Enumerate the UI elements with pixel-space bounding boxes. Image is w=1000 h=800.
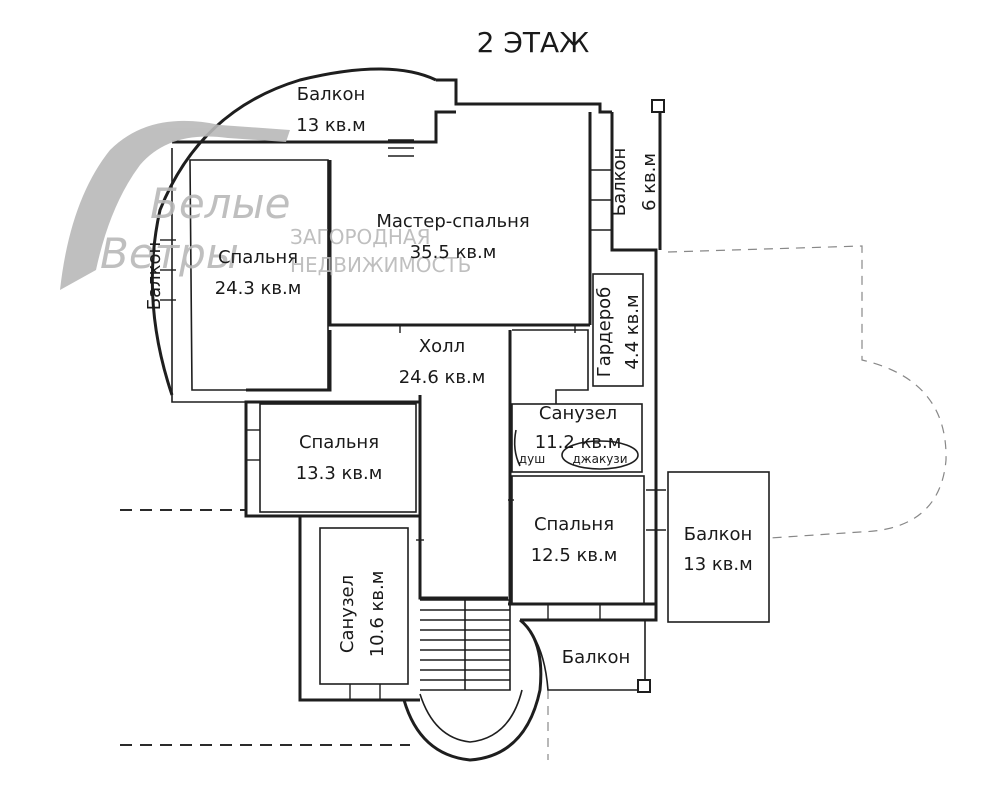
room-area: 35.5 кв.м — [410, 242, 497, 263]
room-area: 13.3 кв.м — [296, 463, 383, 484]
room-name: Балкон — [297, 84, 366, 105]
room-name: Балкон — [609, 148, 630, 217]
bathroom-fixtures — [513, 429, 639, 470]
room-balcony-top-right: Балкон 6 кв.м — [609, 148, 660, 217]
room-area: 11.2 кв.м — [535, 432, 622, 453]
room-name: Гардероб — [594, 287, 615, 378]
room-balcony-top: Балкон 13 кв.м — [296, 84, 365, 136]
room-bedroom-right: Спальня 12.5 кв.м — [531, 514, 618, 566]
room-area: 24.3 кв.м — [215, 278, 302, 299]
room-hall: Холл 24.6 кв.м — [399, 336, 486, 388]
doors — [329, 325, 576, 541]
room-name: Спальня — [299, 432, 379, 453]
room-area: 6 кв.м — [639, 153, 660, 211]
room-name: Балкон — [684, 524, 753, 545]
balcony-arc — [150, 67, 437, 396]
room-balcony-left: Балкон — [144, 242, 165, 311]
room-name: Санузел — [337, 575, 358, 653]
terrace-outline — [120, 245, 947, 760]
room-bedroom-left: Спальня 24.3 кв.м — [215, 247, 302, 299]
room-area: 4.4 кв.м — [622, 294, 643, 369]
room-name: Мастер-спальня — [376, 211, 529, 232]
room-area: 12.5 кв.м — [531, 545, 618, 566]
watermark: Белые Ветры ЗАГОРОДНАЯ НЕДВИЖИМОСТЬ — [60, 120, 471, 290]
jacuzzi-label: джакузи — [573, 452, 628, 466]
watermark-logo-bottom: Ветры — [100, 229, 239, 278]
room-name: Холл — [419, 336, 465, 357]
room-master-bedroom: Мастер-спальня 35.5 кв.м — [376, 211, 529, 263]
room-balcony-right: Балкон 13 кв.м — [683, 524, 752, 575]
room-area: 13 кв.м — [296, 115, 365, 136]
watermark-line1: ЗАГОРОДНАЯ — [290, 225, 431, 249]
room-name: Санузел — [539, 403, 617, 424]
room-name: Спальня — [534, 514, 614, 535]
room-bathroom-right: Санузел 11.2 кв.м душ джакузи — [519, 403, 628, 466]
room-name: Балкон — [144, 242, 165, 311]
room-area: 24.6 кв.м — [399, 367, 486, 388]
floor-title: 2 ЭТАЖ — [477, 26, 590, 59]
room-wardrobe: Гардероб 4.4 кв.м — [594, 287, 643, 378]
shower-label: душ — [519, 452, 545, 466]
room-bedroom-mid: Спальня 13.3 кв.м — [296, 432, 383, 484]
room-bathroom-left: Санузел 10.6 кв.м — [337, 571, 388, 658]
watermark-logo-top: Белые — [150, 179, 291, 228]
room-name: Балкон — [562, 647, 631, 668]
room-area: 13 кв.м — [683, 554, 752, 575]
staircase — [402, 599, 543, 762]
room-balcony-bottom: Балкон — [562, 647, 631, 668]
room-name: Спальня — [218, 247, 298, 268]
watermark-line2: НЕДВИЖИМОСТЬ — [290, 253, 471, 277]
windows — [160, 139, 666, 700]
room-area: 10.6 кв.м — [367, 571, 388, 658]
